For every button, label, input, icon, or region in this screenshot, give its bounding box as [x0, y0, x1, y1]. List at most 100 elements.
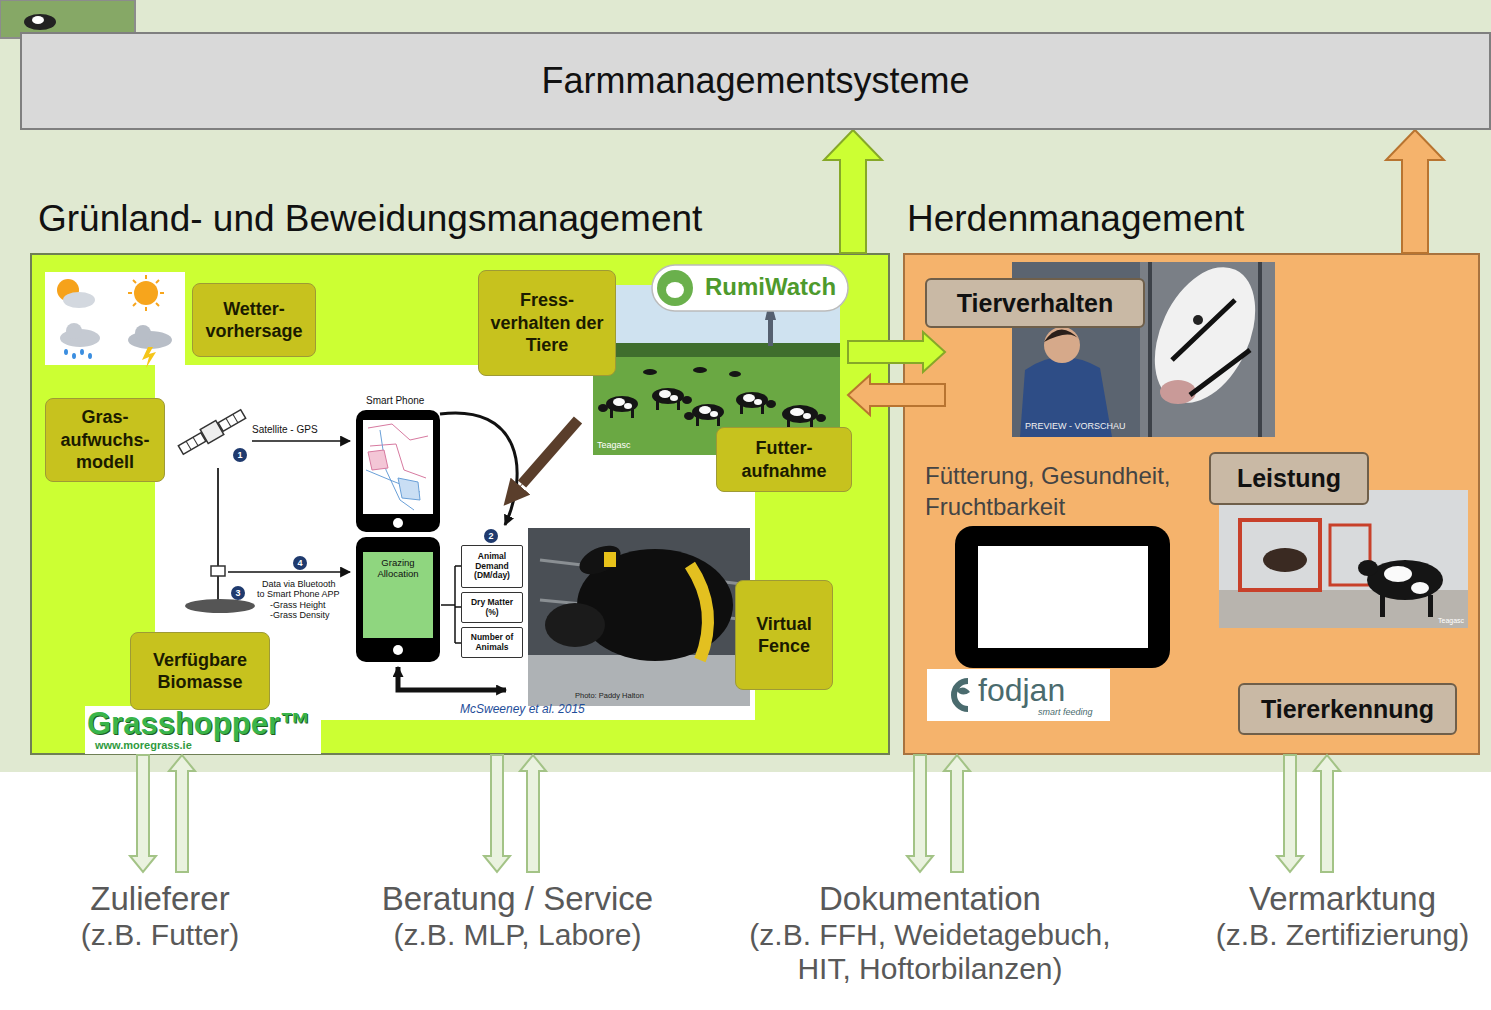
grazing-app-figure-part: [393, 518, 403, 528]
logo-text: fodjan: [978, 674, 1065, 706]
label-anchor: 4: [293, 556, 307, 570]
background-part: [0, 0, 1491, 772]
label-anchor: to Smart Phone APP: [257, 589, 340, 599]
label-anchor: 1: [233, 448, 247, 462]
block-arrow: [169, 755, 195, 872]
label-anchor: Fütterung, Gesundheit, Fruchtbarkeit: [925, 460, 1205, 522]
feature-box: Virtual Fence: [735, 580, 833, 690]
pasture-photo-part-part: [754, 399, 762, 405]
pasture-photo-part: [593, 357, 840, 455]
virtual-fence-photo-part: [545, 603, 605, 647]
input-box: Dry Matter (%): [461, 592, 523, 623]
weather-icons-part: [88, 353, 92, 359]
grazing-app-figure-part: [512, 475, 530, 496]
figure-label: Smart Phone: [366, 395, 424, 407]
block-arrow: [848, 375, 945, 415]
pasture-photo-part-part: [710, 411, 718, 417]
feature-box: Verfügbare Biomasse: [130, 632, 270, 710]
stakeholder-label-detail: (z.B. FFH, Weidetagebuch, HIT, Hoftorbil…: [720, 918, 1140, 987]
label-anchor: fodjan: [978, 674, 1065, 706]
label-anchor: Teagasc: [1438, 617, 1464, 625]
tablet-and-logo-part: [955, 526, 1170, 668]
pasture-photo-part: [652, 265, 848, 311]
block-arrow: [824, 130, 882, 253]
grazing-app-figure-part: [441, 604, 455, 606]
milking-robot-photo-part: [1219, 490, 1468, 628]
pasture-photo-part-part: [631, 409, 634, 418]
animal-behaviour-photo-part: [1193, 315, 1203, 325]
grazing-app-figure-part-part: [226, 418, 231, 427]
animal-behaviour-photo: [1012, 251, 1275, 437]
grazing-app-figure-part: [363, 420, 433, 514]
stakeholder-label-detail: (z.B. Zertifizierung): [1200, 918, 1485, 953]
tablet-and-logo: [927, 526, 1170, 721]
grazing-app-figure-part: [484, 529, 498, 543]
milking-robot-photo-part: [1411, 582, 1429, 594]
feature-box: Gras- aufwuchs- modell: [45, 398, 165, 482]
pasture-photo-part-part: [656, 401, 659, 410]
phone-screen: Grazing Allocation: [363, 552, 433, 638]
pasture-photo-part-part: [624, 403, 632, 409]
weather-icons-part: [66, 323, 82, 339]
grazing-app-figure-part: [455, 642, 461, 644]
label-anchor: Satellite - GPS: [252, 424, 318, 436]
pasture-photo-part-part: [670, 395, 678, 401]
label-anchor: McSweeney et al. 2015: [460, 703, 585, 717]
stakeholder-text: Vermarktung(z.B. Zertifizierung): [1200, 872, 1485, 982]
corner-photo-part: [32, 16, 44, 24]
label-anchor: 2: [484, 529, 498, 543]
pasture-photo-part-part: [790, 408, 804, 416]
milking-robot-photo-part: [1428, 595, 1433, 617]
pasture-photo-part-part: [803, 413, 811, 419]
block-arrow: [1386, 130, 1444, 253]
grazing-app-figure-part: [393, 645, 403, 655]
animal-behaviour-photo-part: [1135, 251, 1276, 419]
pasture-photo-part-part: [684, 412, 694, 420]
box-label: Fress- verhalten der Tiere: [487, 289, 607, 357]
block-arrow: [848, 332, 945, 372]
callout-number: 1: [233, 448, 247, 462]
callout-number: 4: [293, 556, 307, 570]
stakeholder-text: Dokumentation(z.B. FFH, Weidetagebuch, H…: [720, 872, 1140, 997]
box-label: Tierverhalten: [935, 289, 1135, 318]
tablet-and-logo-part: [978, 546, 1148, 648]
pasture-photo-part: [782, 405, 826, 429]
weather-icons-part: [135, 325, 151, 341]
weather-icons-part-part: [156, 303, 159, 306]
pasture-photo-part-part: [816, 414, 826, 422]
photo-credit: Teagasc: [1438, 617, 1464, 625]
figure-note: -Grass Density: [270, 610, 330, 620]
milking-robot-photo-part: [1367, 560, 1443, 600]
logo-url: www.moregrass.ie: [95, 739, 192, 752]
stakeholder-label: Vermarktung: [1200, 880, 1485, 918]
box-label: Futter- aufnahme: [725, 437, 843, 482]
watermark: PREVIEW - VORSCHAU: [1025, 421, 1126, 431]
box-label: Animal Demand (DM/day): [464, 552, 520, 581]
label-anchor: smart feeding: [1038, 707, 1093, 717]
label-anchor: RumiWatch: [705, 273, 836, 301]
weather-icons-part-part: [133, 303, 136, 306]
box-label: Verfügbare Biomasse: [139, 649, 261, 694]
pasture-photo-part-part: [740, 405, 743, 414]
grazing-app-figure-part-part: [368, 424, 428, 440]
tablet-and-logo-part: [954, 681, 968, 709]
figure-note: to Smart Phone APP: [257, 589, 340, 599]
system-band: Farmmanagementsysteme: [20, 32, 1491, 130]
label-anchor: Grasshopper™: [87, 706, 311, 742]
label-anchor: Data via Bluetooth: [262, 579, 336, 589]
box-label: Virtual Fence: [744, 613, 824, 658]
grazing-app-figure-part-part: [233, 414, 238, 423]
grazing-app-figure-part: [231, 586, 245, 600]
milking-robot-photo: [1219, 490, 1468, 628]
grazing-app-figure-part-part: [178, 433, 206, 455]
pasture-photo-part: [598, 396, 638, 418]
label-anchor: Teagasc: [597, 440, 631, 450]
photo-credit: Photo: Paddy Halton: [575, 692, 644, 701]
pasture-photo-part: [729, 371, 741, 377]
pasture-photo-part-part: [696, 417, 699, 426]
grazing-app-figure-part: [455, 565, 461, 567]
grazing-app-figure-part-part: [193, 437, 198, 446]
label-anchor: PREVIEW - VORSCHAU: [1025, 421, 1126, 431]
topic-box: Tiererkennung: [1238, 683, 1457, 735]
pasture-photo-part: [657, 270, 693, 306]
